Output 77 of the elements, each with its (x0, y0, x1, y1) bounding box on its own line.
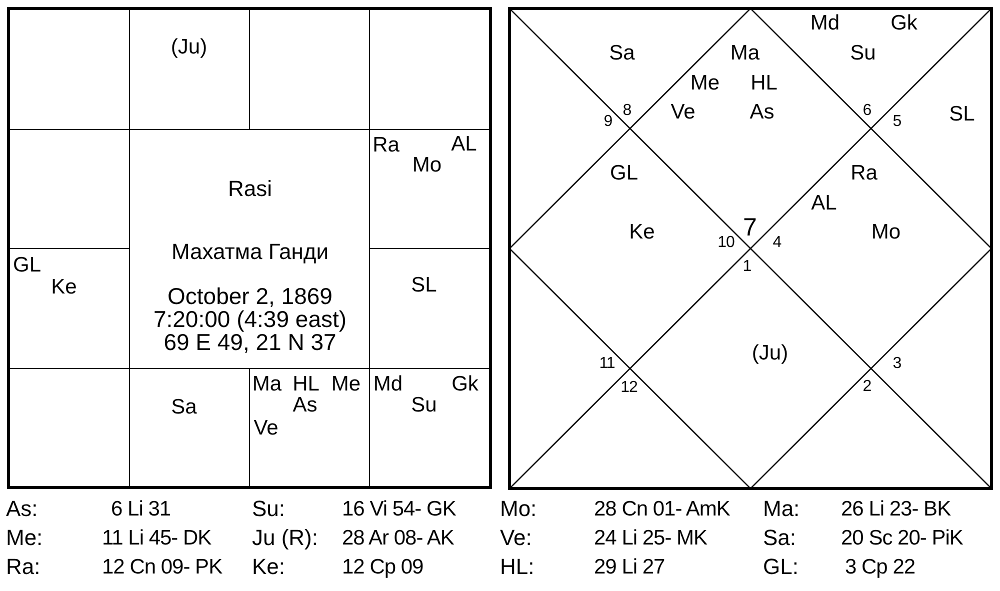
planet-label: Gk (890, 12, 918, 34)
house-triangle (750, 368, 992, 489)
planet-label: Gk (452, 374, 478, 394)
house-triangle (509, 368, 751, 489)
birth-details: 69 E 49, 21 N 37 (164, 332, 336, 354)
house-number: 10 (718, 235, 734, 251)
planet-label: GL (610, 162, 638, 184)
planet-position: 20 Sc 20- PiK (841, 528, 963, 548)
planet-label: Su (850, 42, 876, 64)
planet-label: GL (13, 254, 41, 276)
planet-position: 11 Li 45- DK (102, 528, 212, 548)
planet-label: Mo (412, 154, 442, 176)
planet-key: Sa: (763, 527, 796, 549)
planet-key: Su: (252, 498, 286, 520)
house-number: 6 (862, 103, 872, 119)
planet-key: Ke: (252, 556, 286, 578)
planet-position: 28 Cn 01- AmK (594, 498, 730, 520)
house-number: 5 (892, 114, 902, 130)
planet-position: 3 Cp 22 (845, 556, 916, 578)
planet-label: As (750, 102, 774, 122)
planet-key: Mo: (500, 498, 537, 520)
house-number: 7 (743, 216, 757, 240)
planet-position: 26 Li 23- BK (841, 498, 951, 520)
planet-label: SL (411, 274, 437, 296)
planet-position: 29 Li 27 (594, 556, 665, 578)
house-number: 1 (742, 259, 752, 275)
planet-position: 16 Vi 54- GK (342, 498, 456, 520)
planet-key: HL: (500, 556, 534, 578)
planet-label: Mo (871, 222, 901, 242)
planet-label: Ra (850, 162, 878, 184)
planet-position: 24 Li 25- MK (594, 528, 708, 548)
planet-label: HL (750, 72, 778, 94)
planet-label: AL (811, 192, 837, 214)
person-name: Махатма Ганди (171, 241, 329, 263)
planet-key: As: (6, 498, 38, 520)
planet-label: Ke (629, 222, 655, 242)
planet-label: Ma (252, 374, 282, 394)
planet-label: Sa (609, 42, 635, 64)
planet-label: Sa (171, 396, 197, 418)
planet-label: Ma (730, 42, 760, 64)
birth-details: October 2, 1869 (168, 286, 332, 308)
planet-label: Me (331, 374, 361, 394)
house-triangle (871, 248, 992, 489)
planet-label: AL (451, 134, 477, 154)
planet-key: GL: (763, 556, 798, 578)
planet-key: Ju (R): (252, 527, 318, 549)
planet-label: As (292, 394, 318, 416)
center-panel (129, 129, 370, 369)
house-number: 4 (772, 235, 782, 251)
planet-position: 6 Li 31 (111, 498, 171, 520)
chart-title: Rasi (228, 178, 272, 200)
house-number: 12 (620, 380, 638, 396)
planet-label: Me (690, 72, 720, 94)
house-number: 9 (604, 114, 612, 130)
planet-label: Ke (51, 276, 77, 298)
planet-label: Md (810, 12, 840, 34)
planet-key: Me: (6, 527, 43, 549)
planet-label: HL (292, 374, 320, 394)
planet-key: Ra: (6, 556, 40, 578)
birth-details: 7:20:00 (4:39 east) (153, 309, 347, 331)
planet-key: Ve: (500, 527, 532, 549)
house-number: 8 (622, 103, 632, 119)
planet-label: Ra (372, 134, 400, 156)
planet-label: Ve (254, 418, 278, 438)
planet-label: Ve (670, 102, 696, 122)
house-number: 11 (599, 356, 615, 372)
planet-position: 12 Cn 09- PK (102, 556, 222, 578)
planet-position: 28 Ar 08- AK (342, 528, 454, 548)
planet-label: Su (411, 394, 437, 416)
house-number: 3 (892, 356, 902, 372)
planet-position: 12 Cp 09 (342, 556, 424, 578)
planet-label: SL (949, 104, 975, 124)
planet-label: (Ju) (170, 36, 208, 58)
house-number: 2 (862, 379, 872, 395)
planet-label: Md (373, 374, 403, 394)
planet-key: Ma: (763, 498, 800, 520)
planet-label: (Ju) (752, 342, 788, 364)
